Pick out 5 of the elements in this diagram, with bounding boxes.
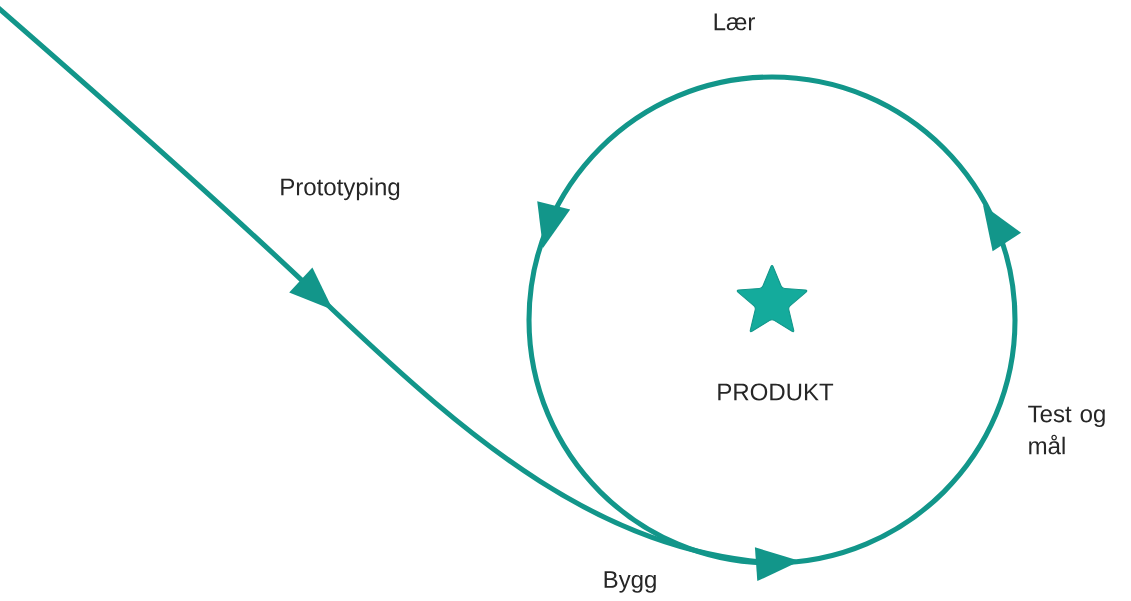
phase-label: Bygg: [604, 571, 656, 593]
phase-label: Prototyping: [281, 177, 400, 201]
phase-label: Test og mål: [1028, 405, 1105, 455]
phase-label: Lær: [714, 13, 755, 31]
product-label: PRODUKT: [718, 383, 834, 401]
